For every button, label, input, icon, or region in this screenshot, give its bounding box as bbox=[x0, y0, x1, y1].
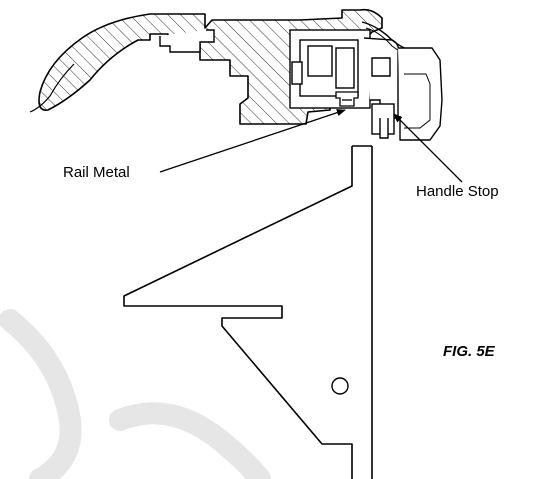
support-plate bbox=[123, 146, 373, 479]
rail-metal-insert bbox=[335, 91, 359, 107]
figure-label: FIG. 5E bbox=[443, 343, 495, 360]
rail-metal-label: Rail Metal bbox=[63, 164, 130, 181]
handle-stop-leader bbox=[393, 113, 463, 183]
rail-metal-leader bbox=[159, 109, 346, 173]
handle-mechanism bbox=[289, 29, 400, 139]
handle-stop-label: Handle Stop bbox=[416, 183, 499, 200]
mounting-hole bbox=[331, 377, 349, 395]
rail-top-slot bbox=[159, 29, 215, 53]
watermark-strokes bbox=[0, 309, 271, 479]
rail-outer-lip bbox=[29, 63, 75, 113]
handle-inner-line bbox=[404, 73, 431, 129]
handle-profile bbox=[398, 47, 443, 141]
